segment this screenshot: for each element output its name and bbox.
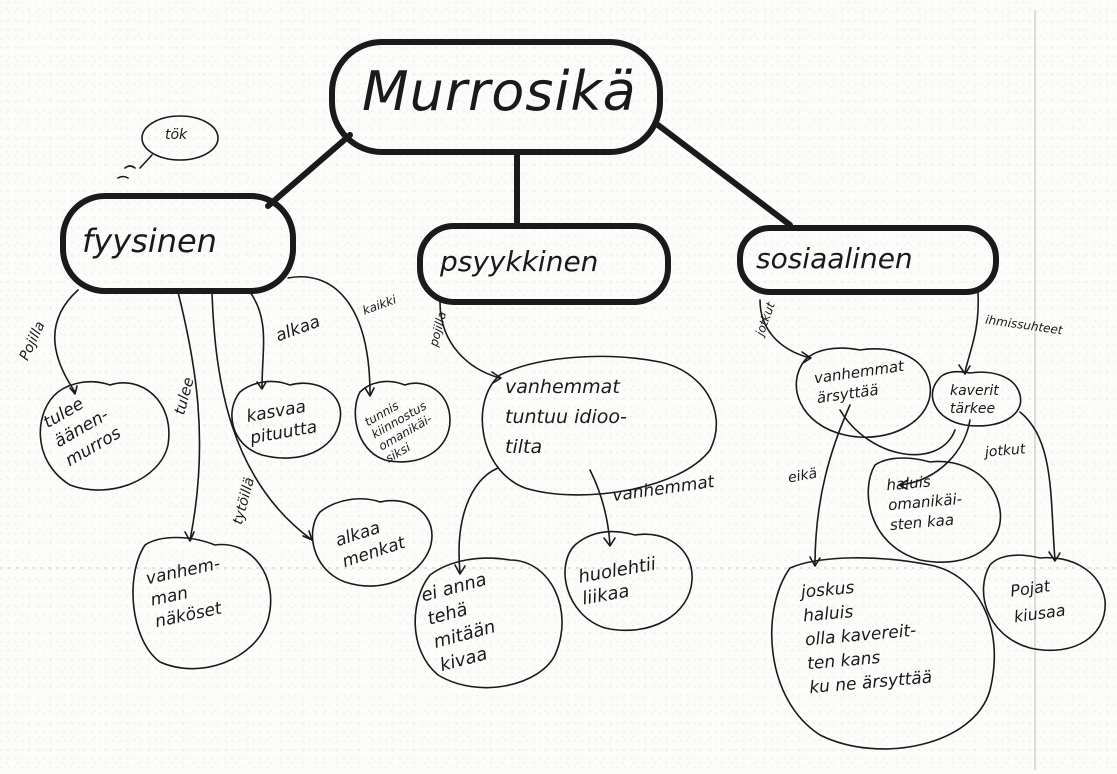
edge-physical-pituus xyxy=(249,291,265,389)
tok-bubble-text: tök xyxy=(165,127,188,143)
connector-center-physical xyxy=(265,132,353,209)
edge-label-jotkut: jotkut xyxy=(984,441,1027,461)
node-pojat-kiusaa: Pojat kiusaa xyxy=(1009,576,1067,627)
edge-psych-huolehtii xyxy=(589,469,611,546)
node-blob-vanhemman xyxy=(132,536,272,670)
psych-box xyxy=(417,223,671,305)
arrow-head xyxy=(364,387,375,397)
center-title-box xyxy=(329,39,663,155)
connector-center-social xyxy=(655,122,793,228)
edge-physical-kiinnostus xyxy=(287,276,371,396)
tok-bubble-tail xyxy=(139,154,153,169)
node-blob-idiootit xyxy=(481,355,718,496)
edge-physical-vanhemman xyxy=(177,291,201,541)
node-blob-eianna xyxy=(414,557,563,689)
arrow-head xyxy=(491,371,502,384)
node-blob-kaverit xyxy=(931,370,1022,427)
node-joskus-haluis: joskus haluis olla kavereit- ten kans ku… xyxy=(800,577,933,699)
arrow-head xyxy=(958,364,971,375)
arrow-head xyxy=(801,351,812,364)
tok-bubble xyxy=(141,115,219,161)
category-social-label: sosiaalinen xyxy=(756,242,913,275)
node-blob-huolehtii xyxy=(564,530,693,632)
arrow-head xyxy=(256,381,267,390)
edge-physical-aanenmurros xyxy=(53,289,79,393)
edge-physical-menkat xyxy=(211,291,313,541)
node-blob-menkat xyxy=(311,498,433,587)
category-psych-label: psyykkinen xyxy=(440,245,599,278)
node-blob-joskus xyxy=(770,557,996,750)
edge-psych-idiootit xyxy=(439,301,501,379)
node-haluis-omanikaisten: haluis omanikäi- sten kaa xyxy=(885,472,963,535)
node-vanhemmat-idiootit: vanhemmat tuntuu idioo- tilta xyxy=(505,376,627,458)
arrow-head xyxy=(898,479,909,490)
arrow-head xyxy=(69,385,78,395)
edge-psych-eianna xyxy=(458,467,499,573)
social-box xyxy=(737,225,999,295)
node-blob-kiinnostus xyxy=(354,380,451,463)
edge-social-joskus xyxy=(814,404,851,566)
node-blob-arsyttaa xyxy=(795,347,932,438)
node-blob-pojat xyxy=(982,554,1106,652)
arrow-head xyxy=(1048,551,1061,562)
arrow-head xyxy=(454,564,466,575)
node-kaverit-tarkee: kaverit tärkee xyxy=(950,383,999,417)
edge-social-kaverit xyxy=(964,291,980,373)
edge-social-arsyttaa xyxy=(759,299,811,359)
physical-box xyxy=(60,193,296,294)
node-blob-haluis xyxy=(867,457,1002,563)
arrow-head xyxy=(184,531,195,542)
arrow-head xyxy=(603,537,616,547)
center-title: Murrosikä xyxy=(362,60,637,123)
edge-social-loop xyxy=(839,409,956,456)
node-blob-aanenmurros xyxy=(39,380,170,491)
arrow-head xyxy=(302,530,313,541)
category-physical-label: fyysinen xyxy=(82,222,217,260)
edge-social-pojat xyxy=(1019,411,1056,561)
tok-bubble-marks xyxy=(117,165,136,179)
node-blob-pituus xyxy=(231,380,342,459)
